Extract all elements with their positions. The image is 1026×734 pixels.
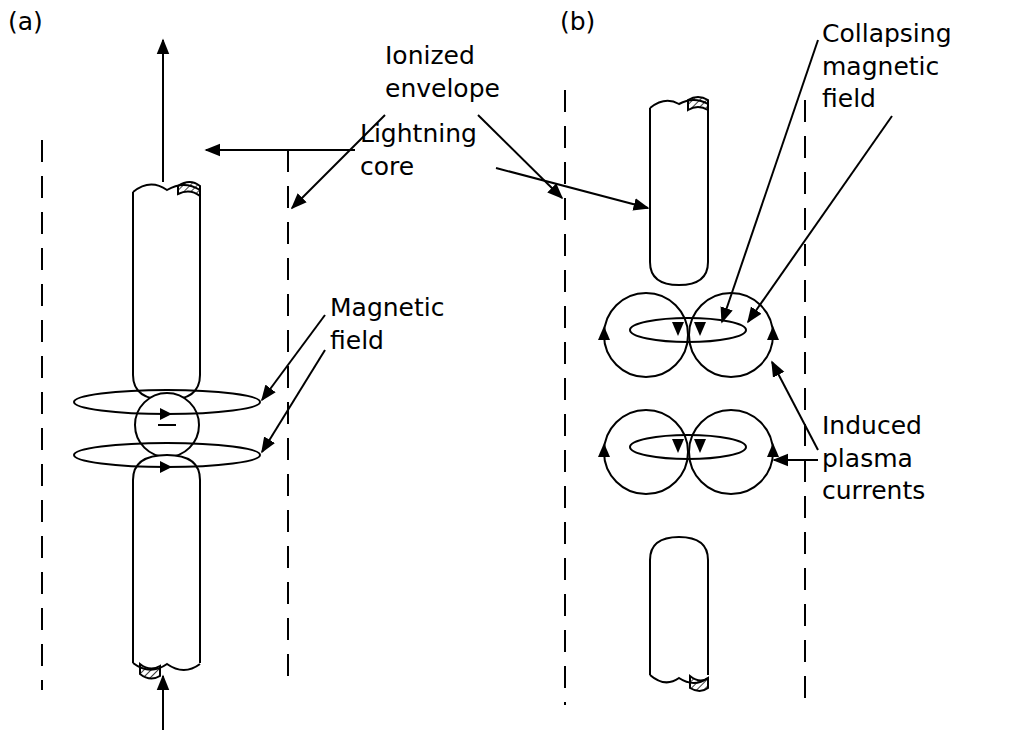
panel-letter: (a) — [8, 6, 88, 39]
part-label: Magnetic field — [330, 292, 460, 357]
panel-letter: (b) — [560, 6, 640, 39]
lightning-core — [650, 97, 708, 285]
lightning-core — [133, 182, 200, 400]
induced-current-loop — [598, 293, 779, 494]
current-arrow — [162, 40, 164, 182]
envelope-border — [804, 100, 806, 705]
current-arrow — [162, 676, 164, 730]
lightning-core — [133, 455, 200, 679]
envelope-border — [287, 150, 289, 690]
bead-mark — [158, 424, 176, 426]
magnetic-field-ring — [74, 390, 260, 473]
part-label: Lightning core — [360, 118, 495, 183]
part-label: Collapsing magnetic field — [822, 18, 972, 116]
envelope-border — [564, 90, 566, 705]
part-label: Induced plasma currents — [822, 410, 972, 508]
core-bead — [135, 393, 199, 457]
envelope-border — [41, 140, 43, 690]
leader-line — [206, 40, 892, 460]
lightning-core — [650, 537, 708, 691]
part-label: Ionized envelope — [385, 40, 515, 105]
